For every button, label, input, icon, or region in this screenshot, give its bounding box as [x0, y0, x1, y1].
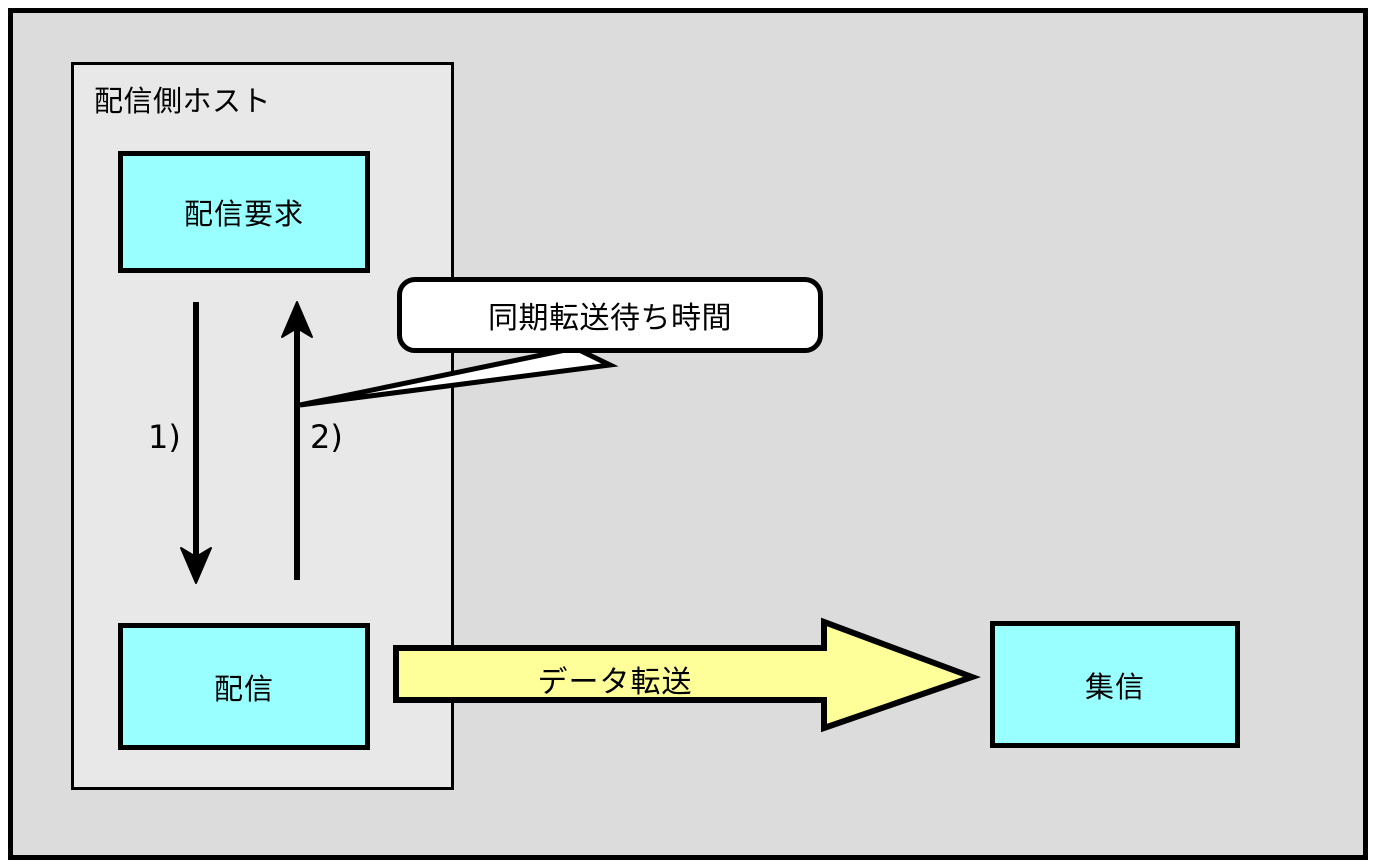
host-container-label: 配信側ホスト: [94, 84, 272, 118]
node-delivery-request[interactable]: 配信要求: [118, 151, 370, 273]
node-delivery[interactable]: 配信: [118, 623, 370, 750]
step-label-2: 2): [310, 418, 343, 456]
callout-sync-transfer-wait[interactable]: 同期転送待ち時間: [397, 277, 823, 353]
data-transfer-arrow-label: データ転送: [537, 665, 693, 700]
node-collection[interactable]: 集信: [990, 621, 1240, 748]
step-label-1: 1): [148, 418, 181, 456]
